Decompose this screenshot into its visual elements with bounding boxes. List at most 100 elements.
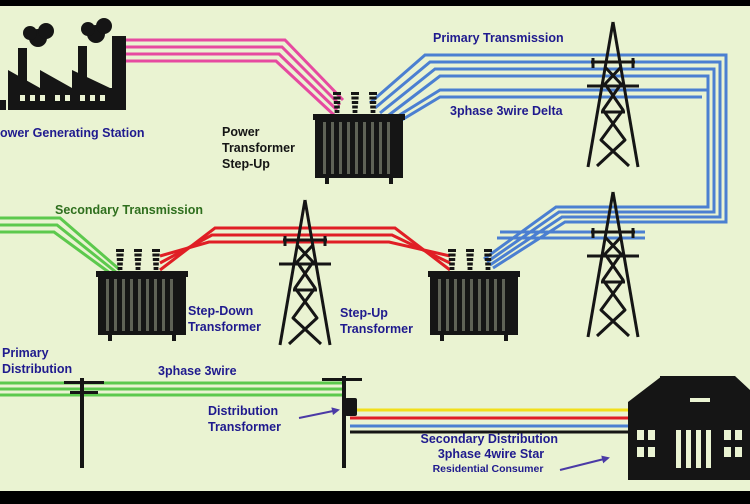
transformer-fin <box>355 122 358 174</box>
transformer-bushing <box>370 105 376 109</box>
transformer-bushing <box>334 110 340 113</box>
label-distribution-transformer: Distribution Transformer <box>208 404 282 434</box>
transformer-fin <box>478 279 481 331</box>
arrow-icon <box>559 455 610 471</box>
tower-leg <box>611 21 640 168</box>
transformer-fin <box>347 122 350 174</box>
transformer-bushing <box>152 249 160 252</box>
distribution-transformer-pole-icon <box>322 376 362 468</box>
transformer-bushing <box>333 96 341 100</box>
tower-lattice <box>595 65 627 168</box>
label-step-up: Step-Up Transformer <box>340 306 413 336</box>
transformer-bushing <box>466 249 474 252</box>
tower-lattice <box>595 235 627 338</box>
transformer-tank <box>430 275 518 335</box>
transformer-bushing <box>153 267 159 270</box>
transformer-fin <box>162 279 165 331</box>
transformer-tank <box>315 118 403 178</box>
transformer-bushing <box>369 92 377 95</box>
transformer-tank <box>98 275 186 335</box>
transformer-fin <box>502 279 505 331</box>
transmission-tower-icon <box>586 191 640 338</box>
transformer-bushing <box>484 253 492 257</box>
label-secondary-transmission: Secondary Transmission <box>55 203 203 217</box>
tower-lattice <box>599 65 631 168</box>
transformer-bushing <box>448 258 456 261</box>
transformer-fin <box>122 279 125 331</box>
transformer-fin <box>454 279 457 331</box>
transformer-fin <box>379 122 382 174</box>
label-delta: 3phase 3wire Delta <box>450 104 564 118</box>
label-three-wire: 3phase 3wire <box>158 364 237 378</box>
power-transformer-step-up-icon <box>313 92 405 184</box>
label-step-down: Step-Down Transformer <box>188 304 261 334</box>
transformer-bushing <box>352 105 358 109</box>
transformer-bushing <box>448 249 456 252</box>
transformer-fin <box>387 122 390 174</box>
arrow-icon <box>298 407 340 419</box>
transformer-fin <box>470 279 473 331</box>
pink-generation-lines <box>125 38 345 117</box>
transformer-foot <box>325 178 329 184</box>
transformer-bushing <box>351 92 359 95</box>
transformer-bushing <box>467 262 473 266</box>
transformer-bushing <box>351 101 359 104</box>
transformer-bushing <box>152 258 160 261</box>
transformer-fin <box>339 122 342 174</box>
transformer-bushing <box>449 262 455 266</box>
transformer-bushing <box>134 249 142 252</box>
transformer-fin <box>486 279 489 331</box>
transformer-bushing <box>369 96 377 100</box>
transformer-foot <box>172 335 176 341</box>
transformer-bushing <box>369 101 377 104</box>
transformer-lid <box>313 114 405 120</box>
transformer-fin <box>331 122 334 174</box>
step-down-transformer-icon <box>96 249 188 341</box>
transformer-bushing <box>134 253 142 257</box>
transformer-fin <box>363 122 366 174</box>
transformer-fin <box>494 279 497 331</box>
tower-leg <box>278 199 307 346</box>
transformer-foot <box>440 335 444 341</box>
transformer-bushing <box>333 92 341 95</box>
transformer-foot <box>504 335 508 341</box>
green-primary-distribution-lines <box>0 381 345 397</box>
transformer-bushing <box>484 249 492 252</box>
label-secondary-distribution: Secondary Distribution 3phase 4wire Star <box>420 432 561 461</box>
tower-leg <box>586 21 615 168</box>
transformer-fin <box>114 279 117 331</box>
transformer-lid <box>428 271 520 277</box>
transformer-bushing <box>116 249 124 252</box>
transformer-bushing <box>135 267 141 270</box>
transformer-lid <box>96 271 188 277</box>
secondary-distribution-lines <box>350 408 640 434</box>
green-secondary-transmission-lines <box>0 216 121 278</box>
transformer-bushing <box>467 267 473 270</box>
transformer-bushing <box>334 105 340 109</box>
tower-leg <box>586 191 615 338</box>
transformer-bushing <box>135 262 141 266</box>
transformer-fin <box>323 122 326 174</box>
tower-lattice <box>287 243 319 346</box>
transformer-bushing <box>352 110 358 113</box>
transformer-fin <box>446 279 449 331</box>
factory-windows <box>20 95 105 101</box>
transformer-foot <box>108 335 112 341</box>
step-up-transformer-icon <box>428 249 520 341</box>
transformer-bushing <box>117 267 123 270</box>
transformer-bushing <box>116 258 124 261</box>
transformer-fin <box>146 279 149 331</box>
factory-icon <box>0 18 126 110</box>
transmission-tower-icon <box>586 21 640 168</box>
transformer-bushing <box>153 262 159 266</box>
transformer-bushing <box>116 253 124 257</box>
transformer-bushing <box>370 110 376 113</box>
transformer-bushing <box>448 253 456 257</box>
tower-lattice <box>599 235 631 338</box>
transformer-fin <box>106 279 109 331</box>
transformer-foot <box>389 178 393 184</box>
transformer-fin <box>462 279 465 331</box>
transformer-bushing <box>485 267 491 270</box>
